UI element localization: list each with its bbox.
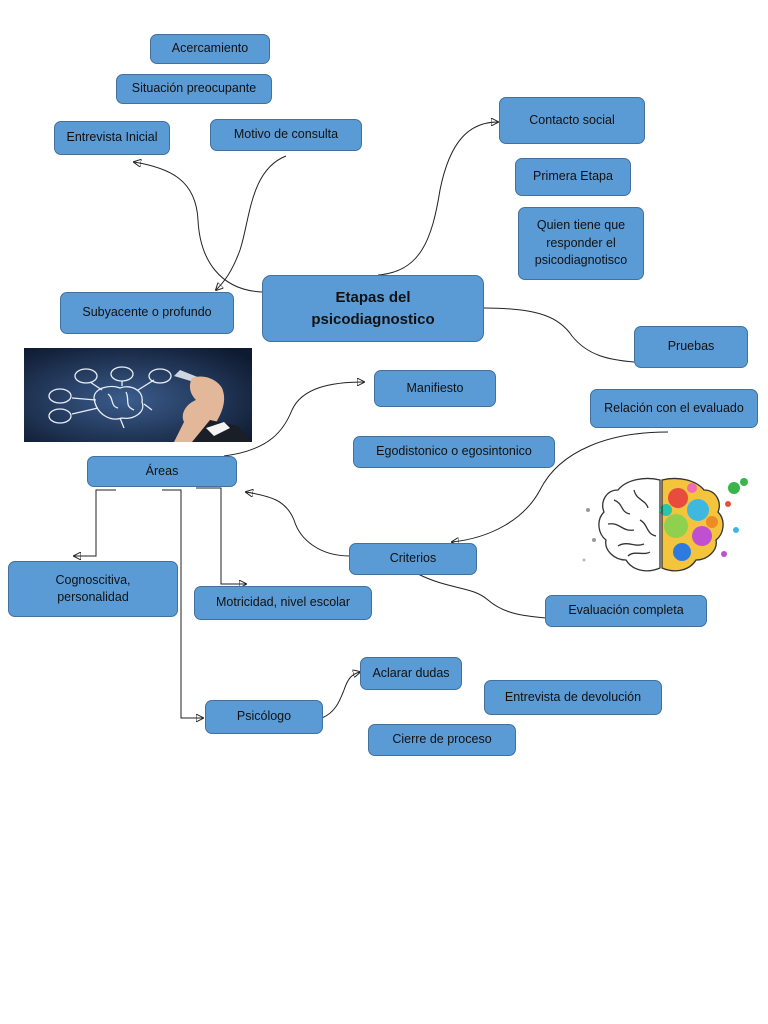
node-acercamiento[interactable]: Acercamiento bbox=[150, 34, 270, 64]
link-criterios-evaluacion bbox=[417, 573, 547, 619]
node-contacto-social[interactable]: Contacto social bbox=[499, 97, 645, 144]
node-pruebas[interactable]: Pruebas bbox=[634, 326, 748, 368]
link-areas-motricidad bbox=[196, 487, 246, 584]
node-motricidad[interactable]: Motricidad, nivel escolar bbox=[194, 586, 372, 620]
node-center-etapas[interactable]: Etapas del psicodiagnostico bbox=[262, 275, 484, 342]
node-egodistonico[interactable]: Egodistonico o egosintonico bbox=[353, 436, 555, 468]
link-center-pruebas bbox=[483, 307, 635, 363]
node-primera-etapa[interactable]: Primera Etapa bbox=[515, 158, 631, 196]
node-cognoscitiva[interactable]: Cognoscitiva, personalidad bbox=[8, 561, 178, 617]
node-cierre-proceso[interactable]: Cierre de proceso bbox=[368, 724, 516, 756]
node-entrevista-devolucion[interactable]: Entrevista de devolución bbox=[484, 680, 662, 715]
link-criterios-areas bbox=[246, 492, 351, 557]
node-quien-responde[interactable]: Quien tiene que responder el psicodiagno… bbox=[518, 207, 644, 280]
colorful-brain-illustration bbox=[574, 470, 754, 582]
node-entrevista-inicial[interactable]: Entrevista Inicial bbox=[54, 121, 170, 155]
node-motivo-consulta[interactable]: Motivo de consulta bbox=[210, 119, 362, 151]
node-psicologo[interactable]: Psicólogo bbox=[205, 700, 323, 734]
link-areas-cognoscitiva bbox=[74, 489, 116, 556]
link-psicologo-aclarar bbox=[321, 672, 360, 719]
node-criterios[interactable]: Criterios bbox=[349, 543, 477, 575]
node-evaluacion-completa[interactable]: Evaluación completa bbox=[545, 595, 707, 627]
node-situacion-preocupante[interactable]: Situación preocupante bbox=[116, 74, 272, 104]
link-center-entrevista bbox=[134, 162, 263, 293]
node-manifiesto[interactable]: Manifiesto bbox=[374, 370, 496, 407]
mind-map-photo bbox=[24, 348, 252, 442]
node-subyacente[interactable]: Subyacente o profundo bbox=[60, 292, 234, 334]
node-aclarar-dudas[interactable]: Aclarar dudas bbox=[360, 657, 462, 690]
node-areas[interactable]: Áreas bbox=[87, 456, 237, 487]
node-relacion-evaluado[interactable]: Relación con el evaluado bbox=[590, 389, 758, 428]
link-motivo-subyacente bbox=[216, 155, 287, 290]
link-center-contacto bbox=[377, 122, 498, 276]
